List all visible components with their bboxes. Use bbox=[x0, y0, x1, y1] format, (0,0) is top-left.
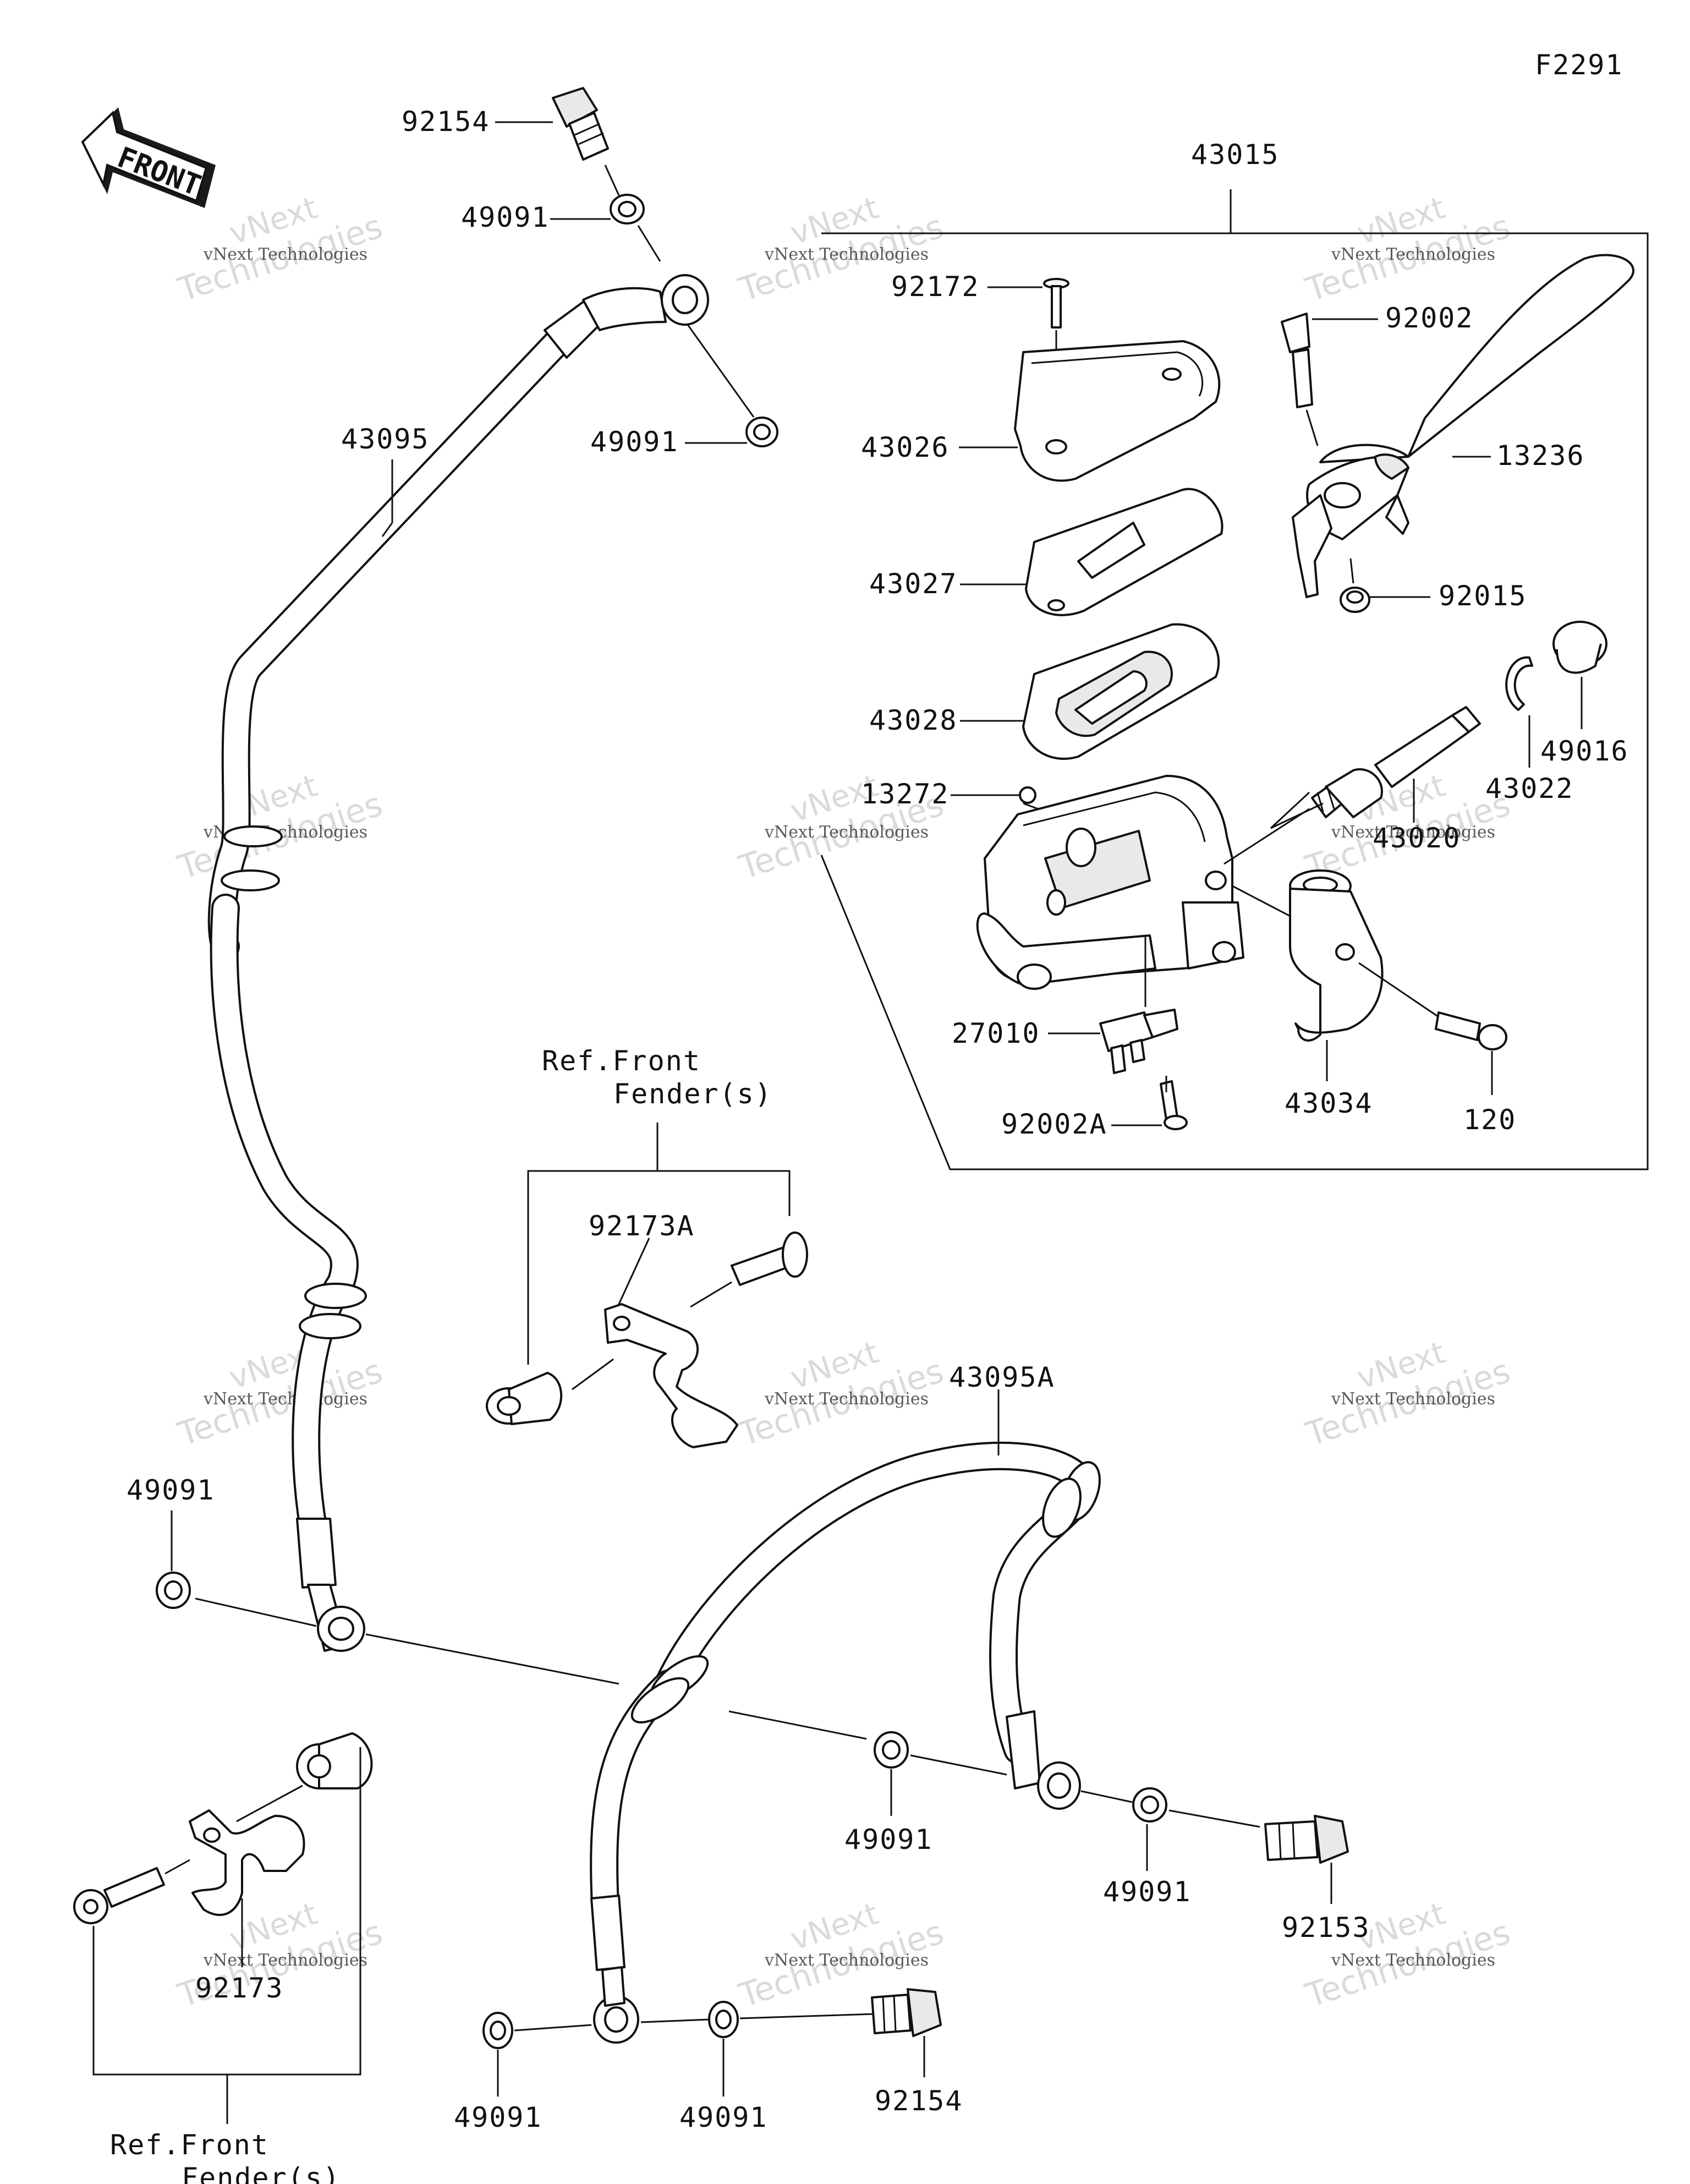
watermark-small: vNext Technologies bbox=[764, 1389, 929, 1409]
watermark-small: vNext Technologies bbox=[1331, 1389, 1495, 1409]
part-92173: 92173 bbox=[195, 1972, 284, 2004]
watermark-small: vNext Technologies bbox=[1331, 1951, 1495, 1970]
master-cylinder-body bbox=[976, 775, 1244, 990]
part-92002: 92002 bbox=[1385, 302, 1474, 334]
watermark-small: vNext Technologies bbox=[203, 1389, 367, 1409]
part-43015: 43015 bbox=[1191, 139, 1280, 171]
part-27010: 27010 bbox=[952, 1017, 1040, 1049]
master-cylinder-assembly-box: 43015 bbox=[820, 139, 1649, 1170]
watermark-small: vNext Technologies bbox=[1331, 823, 1495, 842]
grommet-92173 bbox=[296, 1732, 373, 1789]
clip-13272 bbox=[1019, 786, 1036, 804]
front-arrow-icon: FRONT bbox=[81, 107, 216, 208]
ref-fender-top-line1: Ref.Front bbox=[542, 1045, 701, 1077]
bracket-92173 bbox=[189, 1809, 305, 1916]
watermark-small: vNext Technologies bbox=[764, 245, 929, 264]
ref-fender-top-line2: Fender(s) bbox=[613, 1078, 772, 1110]
part-43026: 43026 bbox=[861, 431, 950, 463]
watermark-small: vNext Technologies bbox=[203, 245, 367, 264]
part-92154-bottom: 92154 bbox=[875, 2085, 963, 2117]
ref-fender-bottom-line1: Ref.Front bbox=[110, 2129, 269, 2161]
bracket-92173A bbox=[604, 1303, 738, 1448]
ref-fender-bottom-line2: Fender(s) bbox=[182, 2162, 341, 2184]
banjo-bolt-92154-bottom bbox=[871, 1988, 942, 2037]
watermark-small: vNext Technologies bbox=[203, 1951, 367, 1970]
part-13272: 13272 bbox=[861, 778, 950, 810]
part-49091-d: 49091 bbox=[844, 1824, 933, 1855]
watermark-small: vNext Technologies bbox=[764, 823, 929, 842]
part-43028: 43028 bbox=[869, 704, 958, 736]
washer-49091-e bbox=[1132, 1787, 1167, 1822]
dust-boot-49016 bbox=[1552, 621, 1607, 674]
piston-assembly-43020 bbox=[1311, 706, 1481, 818]
diaphragm-43028 bbox=[1022, 623, 1220, 760]
circlip-43022 bbox=[1505, 656, 1533, 711]
part-49091-g: 49091 bbox=[679, 2101, 768, 2133]
part-43020: 43020 bbox=[1373, 822, 1461, 854]
part-92002A: 92002A bbox=[1001, 1108, 1107, 1140]
screw-92002A bbox=[1160, 1080, 1188, 1130]
nut-92015 bbox=[1340, 587, 1370, 613]
clamp-43034 bbox=[1289, 869, 1384, 1042]
part-92015: 92015 bbox=[1439, 580, 1527, 612]
part-92172: 92172 bbox=[891, 271, 980, 303]
brake-hose-43095 bbox=[207, 274, 709, 1652]
part-43022: 43022 bbox=[1485, 773, 1574, 804]
watermark-small: vNext Technologies bbox=[764, 1951, 929, 1970]
part-43095A: 43095A bbox=[949, 1361, 1055, 1393]
screw-92172 bbox=[1043, 278, 1069, 329]
washer-49091-b bbox=[745, 417, 778, 447]
grommet-92173A bbox=[486, 1372, 563, 1425]
part-13236: 13236 bbox=[1496, 440, 1585, 472]
bolt-92173A bbox=[731, 1231, 808, 1286]
part-92173A: 92173A bbox=[589, 1210, 695, 1242]
washer-49091-f bbox=[482, 2012, 513, 2049]
part-43095: 43095 bbox=[341, 423, 430, 455]
banjo-bolt-92154-top bbox=[552, 87, 609, 161]
brake-hose-43095A bbox=[590, 1441, 1101, 2044]
part-49091-a: 49091 bbox=[461, 201, 550, 233]
pivot-bolt-92002 bbox=[1281, 313, 1313, 408]
washer-49091-g bbox=[708, 2001, 739, 2038]
banjo-bolt-92153 bbox=[1264, 1815, 1349, 1864]
part-43027: 43027 bbox=[869, 568, 958, 600]
part-49091-b: 49091 bbox=[590, 426, 679, 458]
watermark-small: vNext Technologies bbox=[1331, 245, 1495, 264]
reservoir-cap-43026 bbox=[1014, 340, 1221, 482]
brake-lever-13236 bbox=[1292, 254, 1634, 598]
part-49091-c: 49091 bbox=[127, 1474, 215, 1506]
washer-49091-a bbox=[610, 194, 645, 225]
part-49091-f: 49091 bbox=[454, 2101, 542, 2133]
part-43034: 43034 bbox=[1285, 1087, 1373, 1119]
diaphragm-plate-43027 bbox=[1025, 488, 1223, 616]
washer-49091-c bbox=[156, 1572, 191, 1609]
brake-switch-27010 bbox=[1099, 1009, 1178, 1074]
part-49016: 49016 bbox=[1540, 735, 1629, 767]
part-92153: 92153 bbox=[1282, 1912, 1370, 1944]
bolt-120 bbox=[1435, 1011, 1507, 1050]
part-120: 120 bbox=[1463, 1104, 1516, 1136]
bolt-92173 bbox=[73, 1867, 165, 1924]
part-92154-top: 92154 bbox=[402, 106, 490, 138]
diagram-id: F2291 bbox=[1535, 49, 1623, 81]
washer-49091-d bbox=[874, 1731, 909, 1769]
part-49091-e: 49091 bbox=[1103, 1876, 1192, 1908]
